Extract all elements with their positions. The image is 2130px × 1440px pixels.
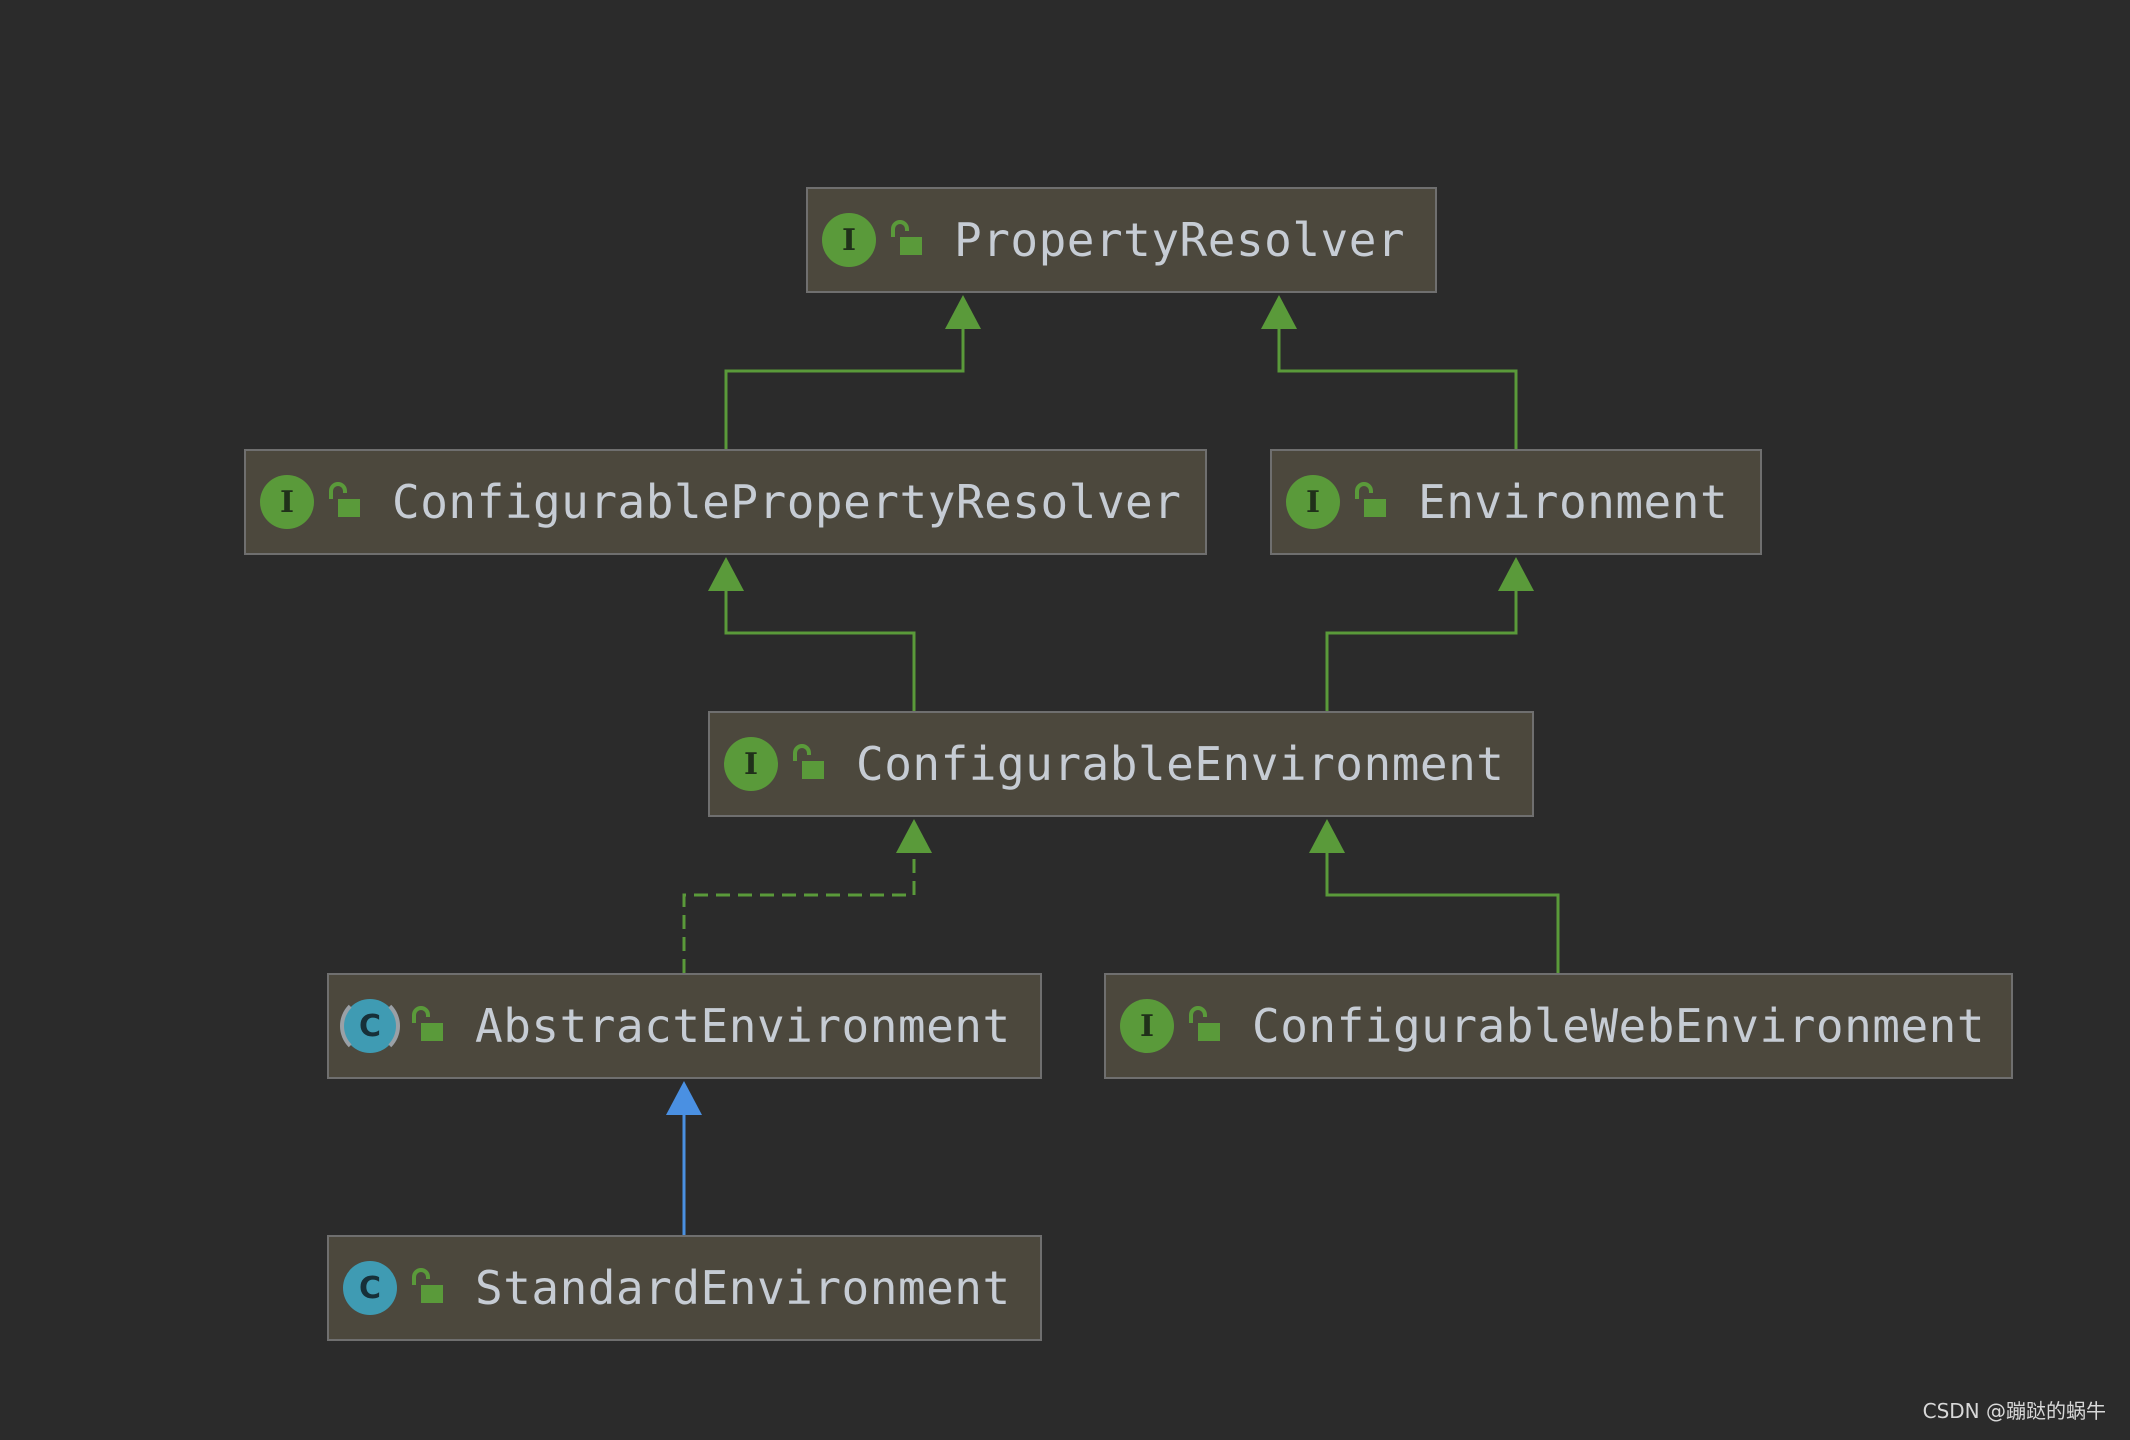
node-configurable-property-resolver[interactable]: I ConfigurablePropertyResolver (244, 449, 1207, 555)
node-label: ConfigurablePropertyResolver (392, 475, 1182, 529)
node-label: ConfigurableWebEnvironment (1252, 999, 1986, 1053)
node-label: Environment (1418, 475, 1729, 529)
node-environment[interactable]: I Environment (1270, 449, 1762, 555)
node-configurable-environment[interactable]: I ConfigurableEnvironment (708, 711, 1534, 817)
unlocked-padlock-icon (793, 744, 824, 779)
edge-arrowhead-abstract-environment (666, 1081, 702, 1115)
edge-line-abstract-environment-to-configurable-environment (682, 853, 916, 973)
node-label: PropertyResolver (954, 213, 1406, 267)
unlocked-padlock-icon (891, 220, 922, 255)
unlocked-padlock-icon (1189, 1006, 1220, 1041)
node-label: StandardEnvironment (475, 1261, 1011, 1315)
node-standard-environment[interactable]: C StandardEnvironment (327, 1235, 1042, 1341)
unlocked-padlock-icon (412, 1268, 443, 1303)
edge-arrowhead-property-resolver (1261, 295, 1297, 329)
edge-arrowhead-configurable-environment (1309, 819, 1345, 853)
unlocked-padlock-icon (329, 482, 360, 517)
edge-arrowhead-configurable-property-resolver (708, 557, 744, 591)
interface-badge-icon: I (1120, 999, 1174, 1053)
node-property-resolver[interactable]: I PropertyResolver (806, 187, 1437, 293)
edge-line-configurable-property-resolver-to-property-resolver (724, 329, 965, 449)
edge-arrowhead-environment (1498, 557, 1534, 591)
node-configurable-web-environment[interactable]: I ConfigurableWebEnvironment (1104, 973, 2013, 1079)
interface-badge-icon: I (822, 213, 876, 267)
node-label: ConfigurableEnvironment (856, 737, 1505, 791)
edge-arrowhead-property-resolver (945, 295, 981, 329)
node-label: AbstractEnvironment (475, 999, 1011, 1053)
interface-badge-icon: I (1286, 475, 1340, 529)
node-abstract-environment[interactable]: C AbstractEnvironment (327, 973, 1042, 1079)
abstract-class-badge-icon: C (340, 996, 400, 1056)
edge-line-environment-to-property-resolver (1277, 329, 1518, 449)
edge-line-configurable-environment-to-configurable-property-resolver (724, 591, 916, 711)
class-badge-icon: C (343, 1261, 397, 1315)
edge-line-configurable-environment-to-environment (1325, 591, 1518, 711)
edge-line-configurable-web-environment-to-configurable-environment (1325, 853, 1560, 973)
edge-arrowhead-configurable-environment (896, 819, 932, 853)
watermark: CSDN @蹦跶的蜗牛 (1922, 1399, 2106, 1423)
interface-badge-icon: I (724, 737, 778, 791)
unlocked-padlock-icon (1355, 482, 1386, 517)
unlocked-padlock-icon (412, 1006, 443, 1041)
interface-badge-icon: I (260, 475, 314, 529)
